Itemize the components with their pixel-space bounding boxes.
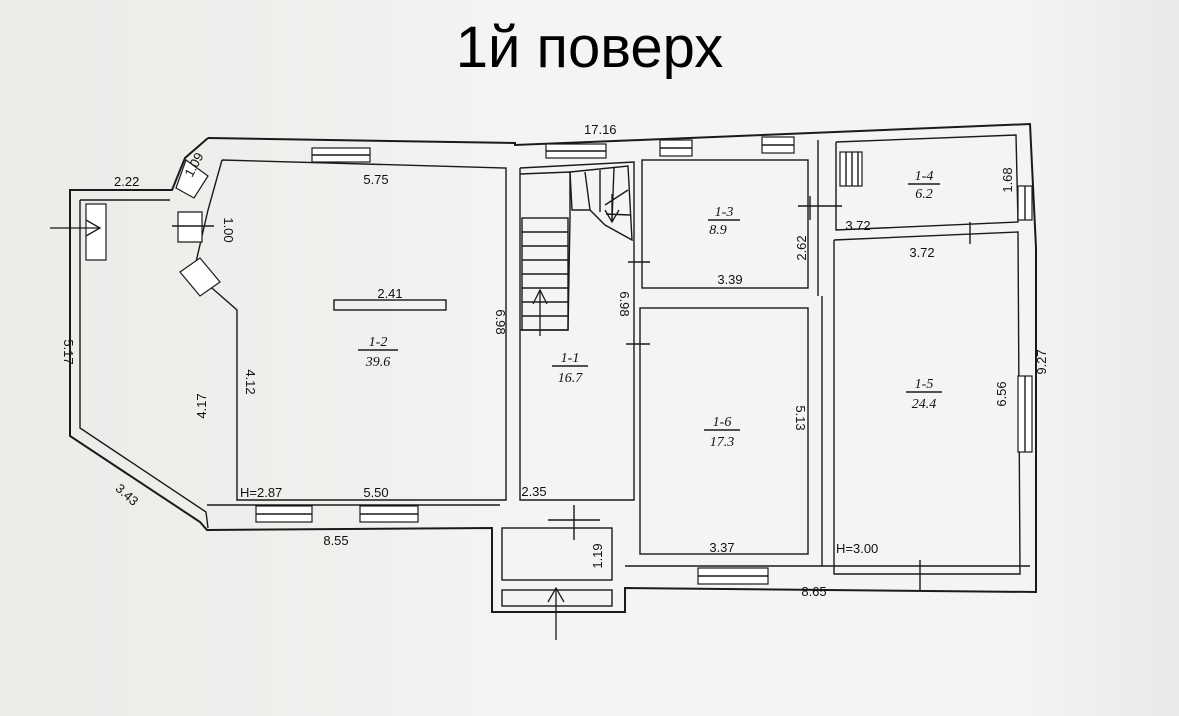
outer-walls (69, 122, 1037, 613)
beam-marker (333, 299, 447, 311)
floor-title: 1й поверх (455, 15, 724, 80)
dim-r11-bottom: 2.35 (521, 484, 546, 499)
dim-top-total: 17.16 (584, 122, 617, 137)
dim-bay-depth: 1.00 (221, 217, 236, 242)
room-1-4-id: 1-4 (915, 169, 934, 184)
dim-r12-right: 6.98 (493, 309, 508, 334)
dim-r11-right: 6.98 (617, 291, 632, 316)
room-1-3-area: 8.9 (709, 223, 727, 238)
dim-r12-bottom: 5.50 (363, 485, 388, 500)
dim-r12-top: 5.75 (363, 172, 388, 187)
dim-porch: 1.19 (590, 543, 605, 568)
room-1-3-id: 1-3 (715, 205, 734, 220)
room-1-4-walls (835, 134, 1019, 231)
dim-r15-top: 3.72 (909, 245, 934, 260)
room-1-3-walls (641, 159, 809, 289)
room-1-6-walls (639, 307, 809, 555)
dim-left-top: 2.22 (114, 174, 139, 189)
dim-r13-bottom: 3.39 (717, 272, 742, 287)
dim-r14-right: 1.68 (1000, 167, 1015, 192)
dim-r15-height: H=3.00 (836, 541, 878, 556)
room-1-5-area: 24.4 (912, 397, 937, 412)
room-1-5-walls (833, 231, 1021, 575)
dim-r13-right: 2.62 (794, 235, 809, 260)
dim-r12-beam: 2.41 (377, 286, 402, 301)
room-1-5-id: 1-5 (915, 377, 934, 392)
room-1-6-id: 1-6 (713, 415, 732, 430)
dim-r14-bottom: 3.72 (845, 218, 870, 233)
dim-r12-height: H=2.87 (240, 485, 282, 500)
scan-shading-right (1020, 0, 1179, 716)
dim-left-diag: 3.43 (113, 481, 142, 509)
windows (85, 136, 1033, 585)
room-1-2-area: 39.6 (365, 355, 391, 370)
dim-r16-right: 5.13 (793, 405, 808, 430)
dim-r15-right: 6.56 (994, 381, 1009, 406)
dim-bottom-left: 8.55 (323, 533, 348, 548)
dim-left-inner: 4.17 (194, 393, 209, 418)
dim-bottom-right: 8.65 (801, 584, 826, 599)
dim-r12-left-inner: 4.12 (243, 369, 258, 394)
room-1-6-area: 17.3 (710, 435, 735, 450)
dim-right-total: 9.27 (1034, 349, 1049, 374)
dim-r16-bottom: 3.37 (709, 540, 734, 555)
staircase (521, 165, 633, 331)
room-1-1-id: 1-1 (561, 351, 580, 366)
room-1-2-id: 1-2 (369, 335, 388, 350)
room-1-4-area: 6.2 (915, 187, 933, 202)
entry-arrows (50, 194, 620, 640)
room-1-1-area: 16.7 (558, 371, 584, 386)
scan-shading-left (0, 0, 520, 716)
door-marks (172, 196, 971, 590)
dim-left-side: 5.17 (61, 339, 76, 364)
